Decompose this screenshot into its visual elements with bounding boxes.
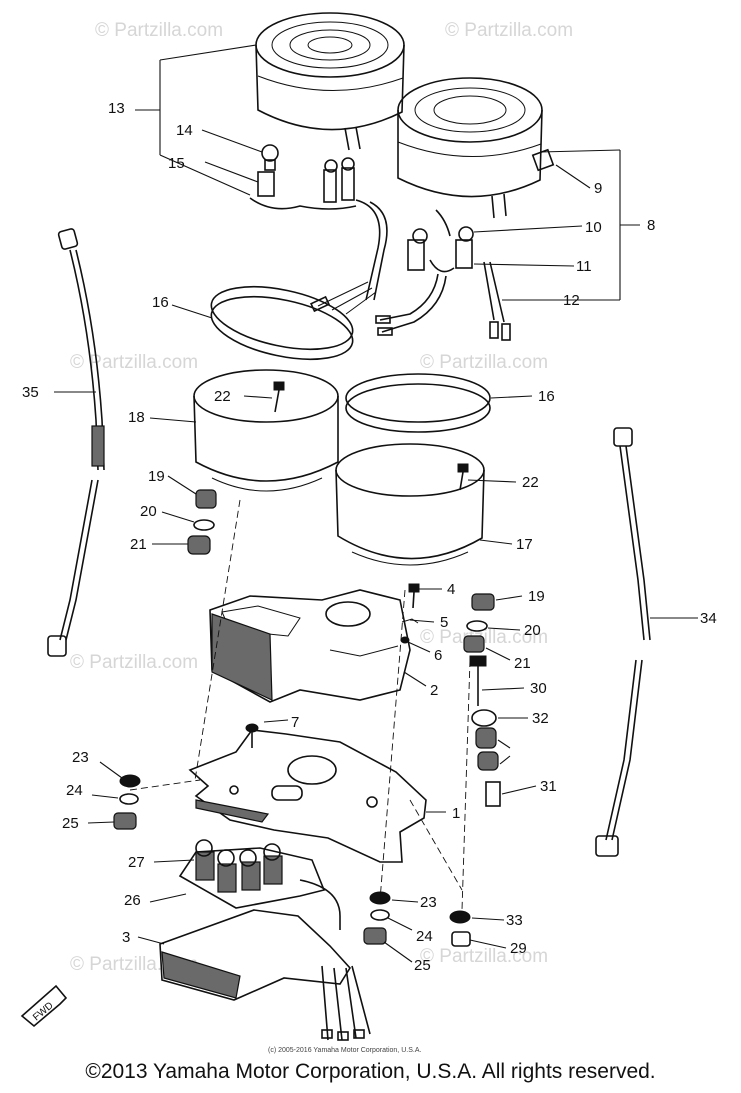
watermark: © Partzilla.com <box>420 946 548 967</box>
callout: 29 <box>510 940 527 957</box>
callout: 25 <box>62 815 79 832</box>
callout: 22 <box>214 388 231 405</box>
watermarks: © Partzilla.com © Partzilla.com © Partzi… <box>70 20 573 975</box>
callout: 23 <box>72 749 89 766</box>
callout: 32 <box>532 710 549 727</box>
callout: 19 <box>148 468 165 485</box>
washers-left <box>113 774 141 830</box>
meter-right <box>397 77 555 219</box>
cable-34 <box>47 228 105 657</box>
watermark: © Partzilla.com <box>70 652 198 673</box>
callout: 33 <box>506 912 523 929</box>
screw-7 <box>245 723 259 748</box>
callout: 19 <box>528 588 545 605</box>
callout: 23 <box>420 894 437 911</box>
callout: 4 <box>447 581 455 598</box>
callout: 16 <box>152 294 169 311</box>
callout: 5 <box>440 614 448 631</box>
meter-left <box>255 12 405 151</box>
bracket-1 <box>188 729 427 863</box>
ring-16-left <box>210 285 354 361</box>
callout: 12 <box>563 292 580 309</box>
watermark: © Partzilla.com <box>420 627 548 648</box>
copyright-notice: ©2013 Yamaha Motor Corporation, U.S.A. A… <box>85 1060 656 1083</box>
lower-case-3 <box>159 909 371 1041</box>
callout: 10 <box>585 219 602 236</box>
screws-22 <box>273 381 469 491</box>
watermark: © Partzilla.com <box>70 352 198 373</box>
fwd-arrow: FWD <box>20 984 68 1028</box>
callout: 22 <box>522 474 539 491</box>
bolt-4-5-6 <box>400 583 420 644</box>
callout: 7 <box>291 714 299 731</box>
ring-16-right <box>345 373 491 433</box>
washers-middle <box>363 891 391 945</box>
callout: 9 <box>594 180 602 197</box>
callout: 24 <box>66 782 83 799</box>
watermark: © Partzilla.com <box>420 352 548 373</box>
leader-lines <box>54 44 698 963</box>
socket-harness-15 <box>249 157 388 315</box>
case-18 <box>193 369 339 492</box>
callout: 16 <box>538 388 555 405</box>
callout: 1 <box>452 805 460 822</box>
case-17 <box>335 443 485 566</box>
grommets-left <box>187 489 217 555</box>
callout: 13 <box>108 100 125 117</box>
callout: 26 <box>124 892 141 909</box>
bulb-14 <box>261 144 279 171</box>
callout: 21 <box>514 655 531 672</box>
callouts: 13 14 15 9 8 10 11 12 16 16 35 18 22 22 … <box>22 100 717 974</box>
callout: 15 <box>168 155 185 172</box>
washer-nut-31-32 <box>449 910 471 947</box>
callout: 18 <box>128 409 145 426</box>
watermark: © Partzilla.com <box>95 20 223 41</box>
callout: 35 <box>22 384 39 401</box>
callout: 20 <box>140 503 157 520</box>
callout: 2 <box>430 682 438 699</box>
callout: 6 <box>434 647 442 664</box>
credit-small: (c) 2005-2016 Yamaha Motor Corporation, … <box>268 1047 421 1054</box>
callout: 34 <box>700 610 717 627</box>
callout: 30 <box>530 680 547 697</box>
indicator-unit-26-27 <box>178 839 341 930</box>
callout: 14 <box>176 122 193 139</box>
callout: 27 <box>128 854 145 871</box>
callout: 24 <box>416 928 433 945</box>
watermark: © Partzilla.com <box>445 20 573 41</box>
housing-2 <box>209 589 411 703</box>
callout: 11 <box>576 258 592 275</box>
callout: 3 <box>122 929 130 946</box>
cable-33 <box>595 427 651 857</box>
callout: 21 <box>130 536 147 553</box>
callout: 25 <box>414 957 431 974</box>
assembly-lines <box>129 499 471 911</box>
callout: 31 <box>540 778 557 795</box>
callout: 20 <box>524 622 541 639</box>
right-stack <box>463 593 501 807</box>
bulb-socket-10-11 <box>375 209 511 341</box>
callout: 8 <box>647 217 655 234</box>
callout: 17 <box>516 536 533 553</box>
